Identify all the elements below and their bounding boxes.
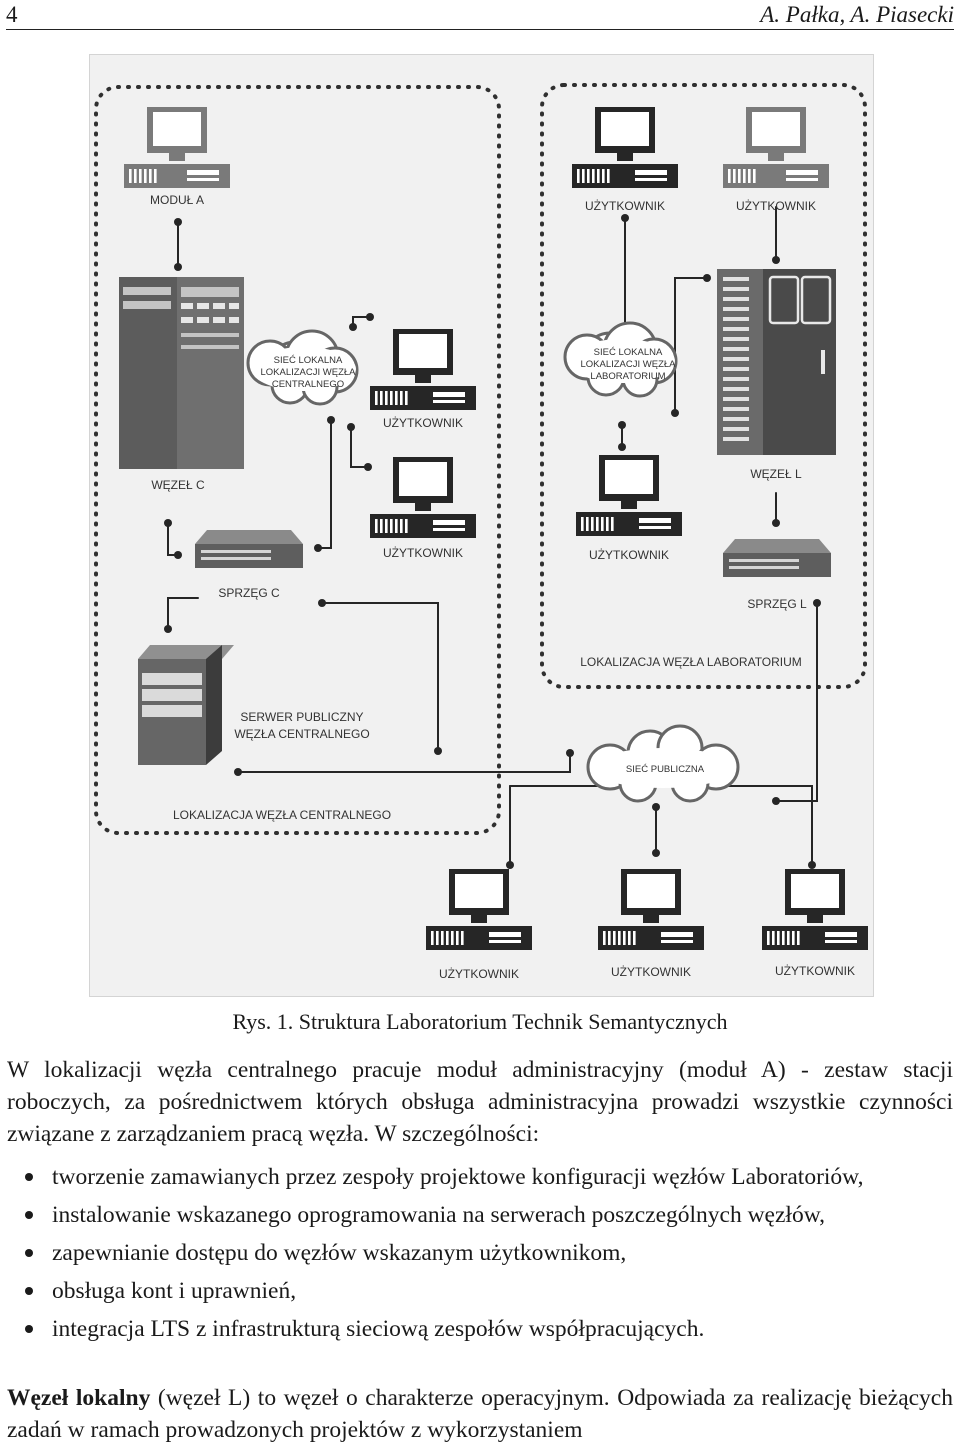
label-serwer-publiczny-1: SERWER PUBLICZNY bbox=[240, 710, 363, 724]
svg-text:SIEĆ LOKALNA: SIEĆ LOKALNA bbox=[274, 355, 343, 366]
lab-local-network-cloud-icon: SIEĆ LOKALNA LOKALIZACJI WĘZŁA LABORATOR… bbox=[563, 321, 678, 398]
bullet-icon bbox=[25, 1211, 33, 1219]
bullet-icon bbox=[25, 1249, 33, 1257]
laboratory-location-boundary bbox=[540, 83, 867, 689]
public-server-icon bbox=[138, 645, 234, 765]
list-item: instalowanie wskazanego oprogramowania n… bbox=[7, 1199, 953, 1231]
connection-lines bbox=[167, 206, 818, 866]
label-serwer-publiczny-2: WĘZŁA CENTRALNEGO bbox=[234, 727, 369, 741]
label-uzytkownik-e3: UŻYTKOWNIK bbox=[775, 964, 855, 978]
list-item: integracja LTS z infrastrukturą sieciową… bbox=[7, 1313, 953, 1345]
bullet-icon bbox=[25, 1173, 33, 1181]
external-user-workstation-3-icon bbox=[762, 869, 868, 950]
page-header: 4 A. Pałka, A. Piasecki bbox=[6, 0, 954, 30]
node-c-server-icon bbox=[119, 277, 244, 469]
node-l-server-icon bbox=[717, 269, 836, 455]
list-item: obsługa kont i uprawnień, bbox=[7, 1275, 953, 1307]
label-wezel-l: WĘZEŁ L bbox=[750, 467, 802, 481]
bullet-icon bbox=[25, 1287, 33, 1295]
label-lokalizacja-laboratorium: LOKALIZACJA WĘZŁA LABORATORIUM bbox=[580, 655, 802, 669]
label-uzytkownik-c1: UŻYTKOWNIK bbox=[383, 416, 463, 430]
central-user-workstation-1-icon bbox=[370, 329, 476, 410]
external-user-workstation-2-icon bbox=[598, 869, 704, 950]
figure-caption: Rys. 1. Struktura Laboratorium Technik S… bbox=[232, 1009, 728, 1034]
label-lokalizacja-centralnego: LOKALIZACJA WĘZŁA CENTRALNEGO bbox=[173, 808, 391, 822]
label-wezel-c: WĘZEŁ C bbox=[151, 478, 205, 492]
paragraph-central-node: W lokalizacji węzła centralnego pracuje … bbox=[7, 1057, 953, 1147]
list-item: tworzenie zamawianych przez zespoły proj… bbox=[7, 1161, 953, 1193]
central-user-workstation-2-icon bbox=[370, 457, 476, 538]
svg-text:SIEĆ LOKALNA: SIEĆ LOKALNA bbox=[594, 347, 663, 358]
svg-text:LOKALIZACJI WĘZŁA: LOKALIZACJI WĘZŁA bbox=[260, 367, 356, 378]
central-location-boundary bbox=[94, 85, 501, 835]
coupler-l-switch-icon bbox=[723, 539, 831, 577]
svg-text:LABORATORIUM: LABORATORIUM bbox=[590, 371, 665, 382]
lab-user-workstation-1-icon bbox=[572, 107, 678, 188]
lab-user-workstation-3-icon bbox=[576, 455, 682, 536]
paragraph-local-node-text: (węzeł L) to węzeł o charakterze operacy… bbox=[7, 1385, 953, 1443]
duties-bullet-list: tworzenie zamawianych przez zespoły proj… bbox=[7, 1161, 953, 1351]
label-modul-a: MODUŁ A bbox=[150, 193, 204, 207]
label-uzytkownik-e1: UŻYTKOWNIK bbox=[439, 967, 519, 981]
run-in-heading: Węzeł lokalny bbox=[7, 1385, 151, 1411]
label-uzytkownik-e2: UŻYTKOWNIK bbox=[611, 965, 691, 979]
label-uzytkownik-l3: UŻYTKOWNIK bbox=[589, 548, 669, 562]
label-siec-publiczna: SIEĆ PUBLICZNA bbox=[626, 764, 705, 775]
network-structure-figure: MODUŁ A WĘZEŁ C SIEĆ LOKALNA LOKALIZACJI… bbox=[89, 54, 874, 997]
svg-text:CENTRALNEGO: CENTRALNEGO bbox=[272, 379, 344, 390]
label-sprzeg-c: SPRZĘG C bbox=[218, 586, 280, 600]
module-a-workstation-icon bbox=[124, 107, 230, 188]
label-uzytkownik-l1: UŻYTKOWNIK bbox=[585, 199, 665, 213]
coupler-c-switch-icon bbox=[195, 530, 303, 568]
central-local-network-cloud-icon: SIEĆ LOKALNA LOKALIZACJI WĘZŁA CENTRALNE… bbox=[246, 329, 359, 406]
label-uzytkownik-c2: UŻYTKOWNIK bbox=[383, 546, 463, 560]
bullet-icon bbox=[25, 1325, 33, 1333]
label-uzytkownik-l2: UŻYTKOWNIK bbox=[736, 199, 816, 213]
paragraph-local-node: Węzeł lokalny (węzeł L) to węzeł o chara… bbox=[7, 1382, 953, 1446]
page-number: 4 bbox=[6, 2, 18, 27]
external-user-workstation-1-icon bbox=[426, 869, 532, 950]
lab-user-workstation-2-icon bbox=[723, 107, 829, 188]
label-sprzeg-l: SPRZĘG L bbox=[747, 597, 807, 611]
running-head-authors: A. Pałka, A. Piasecki bbox=[760, 2, 954, 27]
public-network-cloud-icon: SIEĆ PUBLICZNA bbox=[586, 724, 740, 803]
list-item: zapewnianie dostępu do węzłów wskazanym … bbox=[7, 1237, 953, 1269]
network-diagram: MODUŁ A WĘZEŁ C SIEĆ LOKALNA LOKALIZACJI… bbox=[94, 83, 868, 981]
svg-text:LOKALIZACJI WĘZŁA: LOKALIZACJI WĘZŁA bbox=[580, 359, 676, 370]
